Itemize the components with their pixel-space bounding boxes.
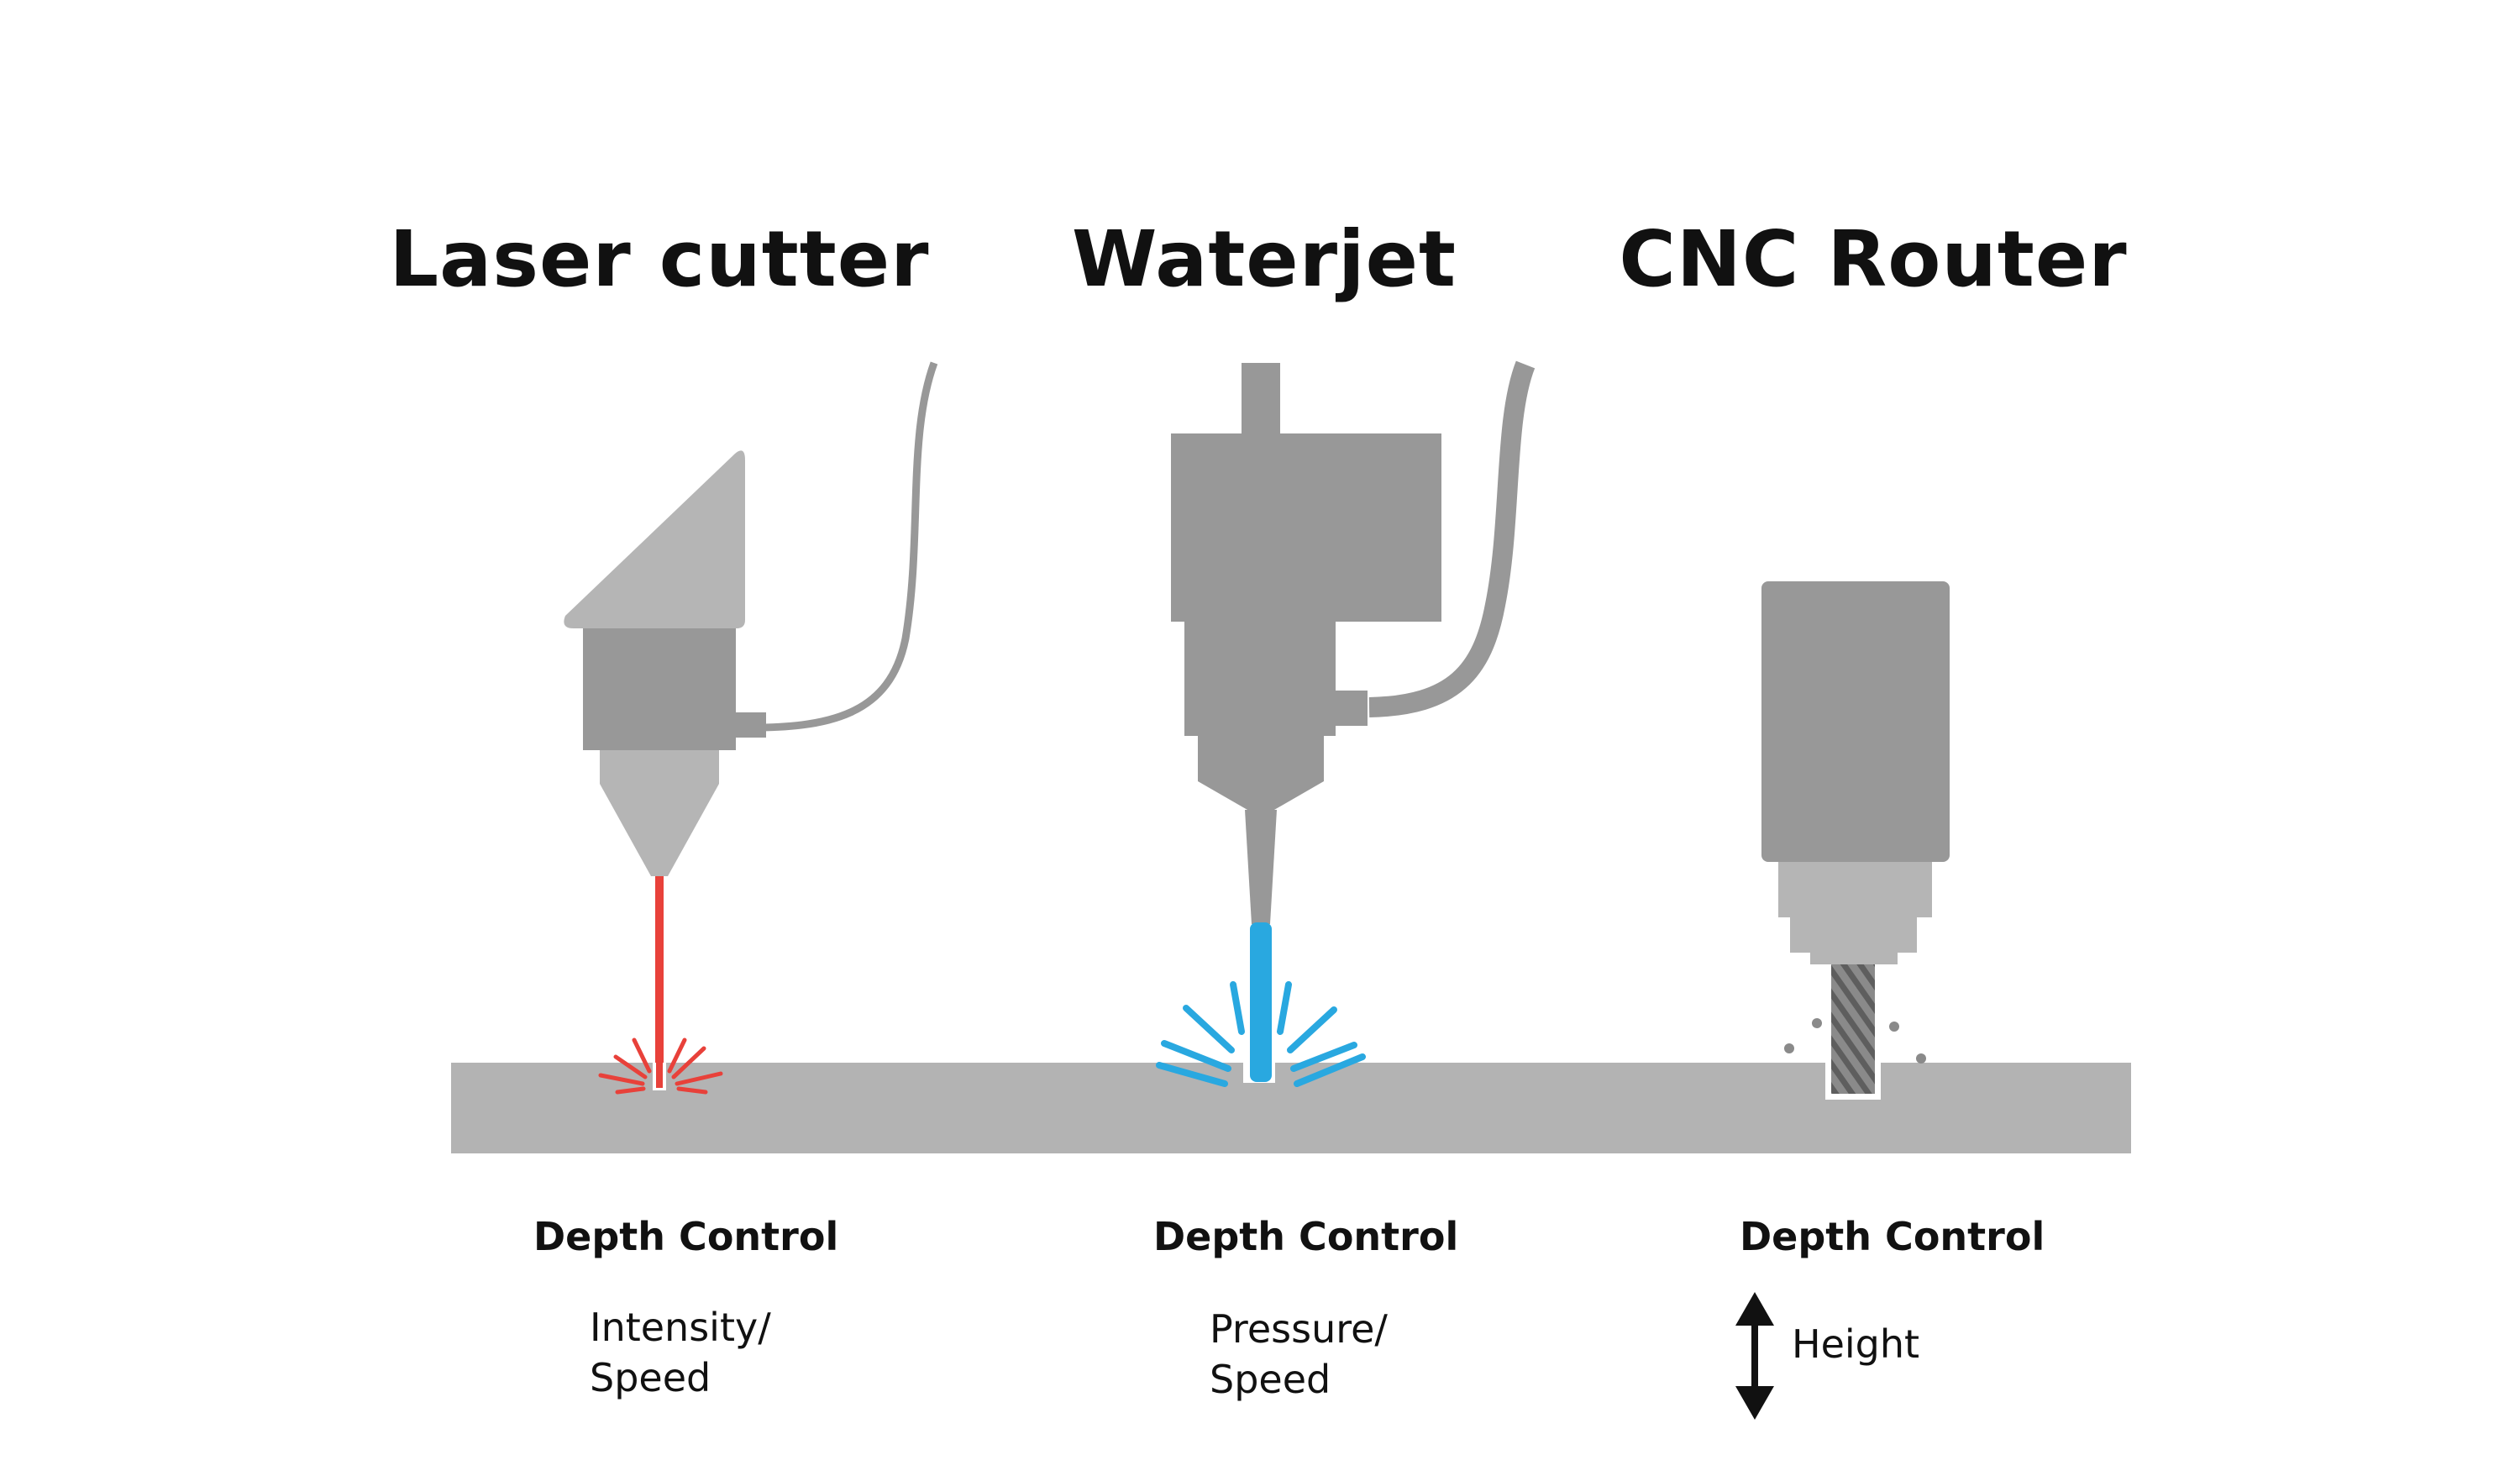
waterjet-illustration [1156, 360, 1536, 1087]
waterjet-mid-block [1184, 620, 1336, 736]
waterjet-lower-taper [1198, 736, 1324, 813]
laser-cable [738, 361, 938, 732]
laser-cable-connector [732, 712, 766, 738]
laser-head-top [564, 450, 745, 628]
title-laser-cutter: Laser cutter [389, 214, 930, 304]
cnc-collet-tip [1810, 953, 1898, 964]
water-stream [1250, 922, 1272, 1082]
legend-laser-line2: Speed [590, 1355, 711, 1400]
legend-laser-line1: Intensity/ [590, 1305, 771, 1350]
laser-beam [655, 876, 664, 1088]
depth-control-label-waterjet: Depth Control [1153, 1214, 1459, 1259]
waterjet-hose-connector [1334, 691, 1368, 726]
legend-text-cnc: Height [1792, 1319, 1919, 1369]
laser-cutter-illustration [564, 361, 938, 1095]
depth-control-label-laser: Depth Control [533, 1214, 839, 1259]
waterjet-hose [1368, 360, 1536, 717]
legend-waterjet-line1: Pressure/ [1210, 1306, 1388, 1352]
laser-nozzle [600, 750, 719, 876]
title-cnc-router: CNC Router [1619, 214, 2128, 304]
cnc-bit [1831, 964, 1875, 1094]
depth-control-label-cnc: Depth Control [1740, 1214, 2045, 1259]
laser-head-body [583, 628, 736, 750]
waterjet-upper-block [1171, 433, 1441, 622]
waterjet-nozzle [1245, 810, 1277, 924]
laser-sparks [598, 1037, 723, 1095]
vertical-double-arrow-icon [1735, 1292, 1774, 1420]
cnc-collar [1778, 862, 1932, 917]
title-waterjet: Waterjet [1072, 214, 1457, 304]
cnc-collet [1790, 917, 1917, 953]
cnc-chips [1784, 1018, 1926, 1064]
waterjet-top-stem [1242, 363, 1280, 435]
legend-waterjet-line2: Speed [1210, 1357, 1331, 1402]
legend-text-waterjet: Pressure/ Speed [1210, 1304, 1388, 1405]
legend-text-laser: Intensity/ Speed [590, 1302, 771, 1403]
legend-cnc-line1: Height [1792, 1321, 1920, 1367]
water-splash [1156, 981, 1366, 1087]
cnc-router-illustration [1761, 581, 1950, 1100]
cnc-spindle-body [1761, 581, 1950, 862]
